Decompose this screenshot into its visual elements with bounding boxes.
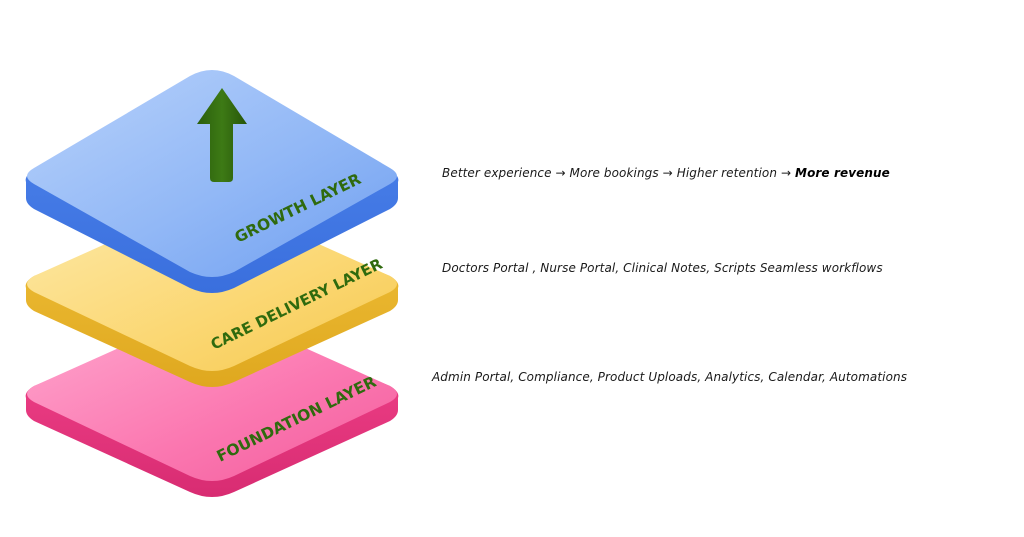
foundation-layer-slab bbox=[25, 311, 399, 497]
growth-layer-description: Better experience → More bookings → High… bbox=[442, 166, 890, 180]
growth-description-emphasis: More revenue bbox=[795, 166, 890, 180]
up-arrow-icon bbox=[197, 88, 247, 182]
care-delivery-layer-description: Doctors Portal , Nurse Portal, Clinical … bbox=[442, 261, 883, 275]
foundation-layer-description: Admin Portal, Compliance, Product Upload… bbox=[432, 370, 908, 384]
growth-description-text: Better experience → More bookings → High… bbox=[442, 166, 796, 180]
